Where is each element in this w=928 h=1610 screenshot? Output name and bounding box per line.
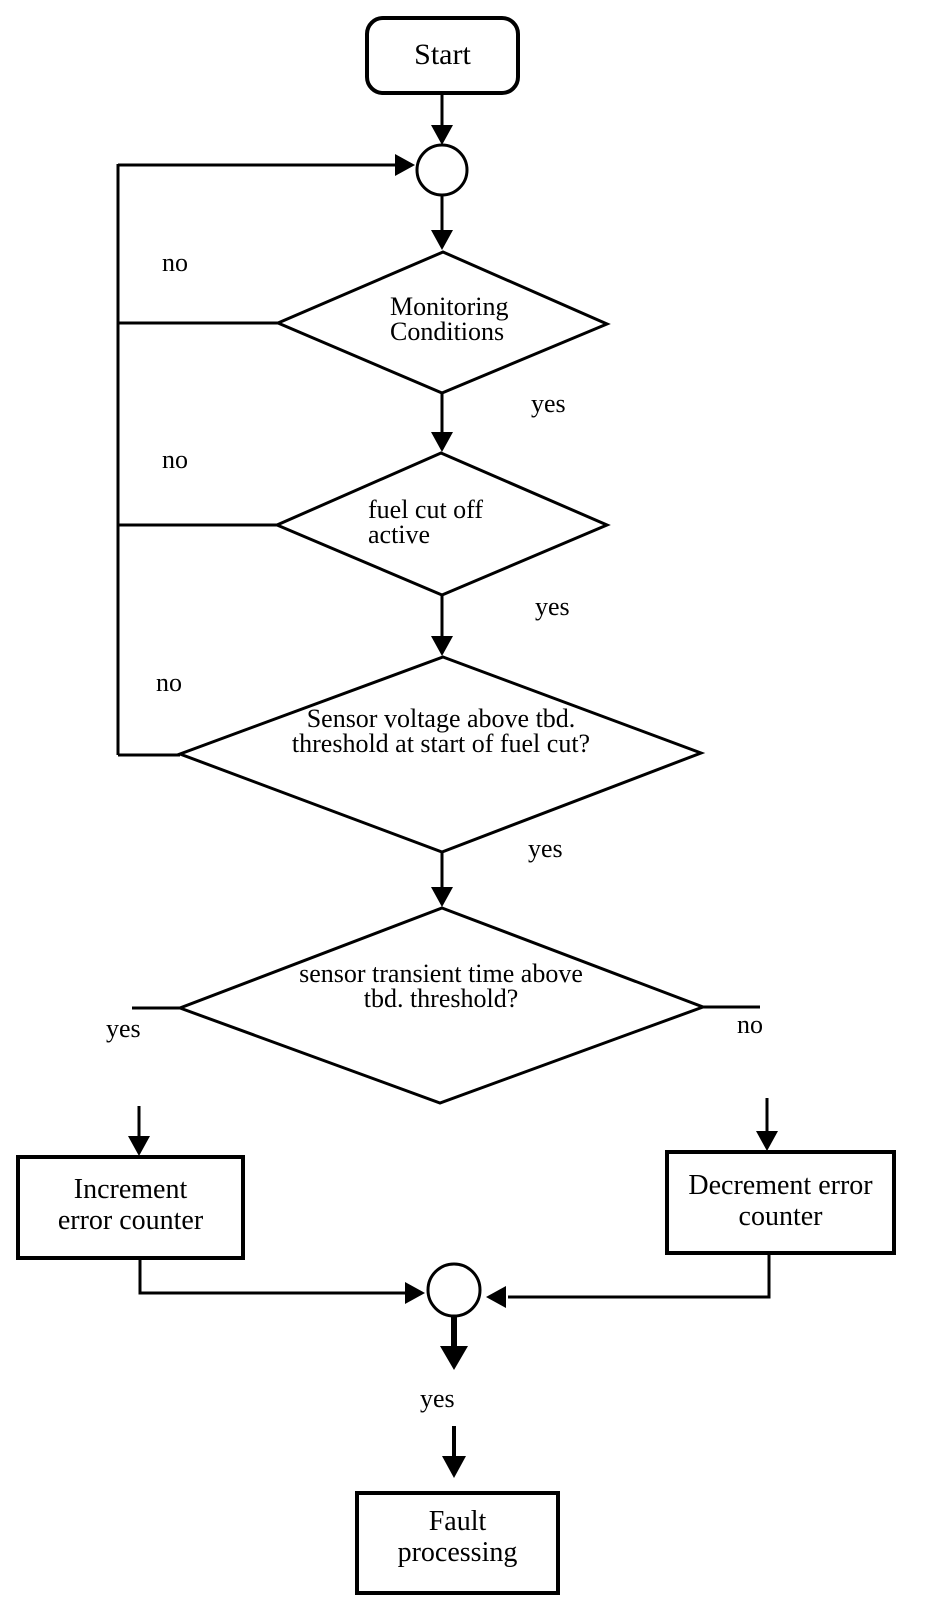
fuel-no-label: no [162, 445, 188, 474]
monitoring-yes-label: yes [531, 389, 566, 418]
start-label: Start [414, 38, 471, 71]
merge-top-node [415, 143, 469, 197]
merge-bottom-node [426, 1262, 482, 1318]
fault-processing-node [355, 1491, 560, 1595]
monitoring-conditions-line2: Conditions [390, 317, 505, 346]
sensor-voltage-line2: threshold at start of fuel cut? [291, 729, 591, 758]
fault-processing-line1: Fault [428, 1506, 487, 1537]
voltage-yes-label: yes [528, 834, 563, 863]
arrowhead-right-icon [405, 1282, 425, 1304]
edge-increment-to-merge [138, 1258, 406, 1295]
arrowhead-down-icon [431, 125, 453, 145]
fuel-cut-off-label: fuel cut off active [368, 495, 484, 549]
sensor-transient-label: sensor transient time above tbd. thresho… [291, 959, 591, 1013]
increment-counter-label: Increment error counter [18, 1174, 243, 1236]
arrowhead-down-icon [431, 887, 453, 907]
edge-decrement-to-merge [508, 1253, 771, 1299]
arrowhead-down-icon [431, 432, 453, 452]
arrowhead-right-icon [395, 154, 415, 176]
increment-counter-line2: error counter [57, 1205, 204, 1236]
monitoring-conditions-label: Monitoring Conditions [390, 292, 509, 346]
fault-processing-label: Fault processing [357, 1506, 558, 1568]
sensor-transient-line2: tbd. threshold? [363, 984, 519, 1013]
increment-counter-node [16, 1155, 245, 1260]
decision-sensor-transient [175, 906, 708, 1105]
arrowhead-down-icon [128, 1136, 150, 1156]
fuel-yes-label: yes [535, 592, 570, 621]
monitoring-conditions-line1: Monitoring [390, 292, 509, 321]
arrowhead-down-icon [440, 1346, 468, 1370]
decrement-counter-line1: Decrement error [688, 1170, 873, 1201]
arrowhead-down-icon [756, 1131, 778, 1151]
arrowhead-down-icon [431, 636, 453, 656]
fuel-cut-off-line1: fuel cut off [368, 495, 484, 524]
sensor-voltage-line1: Sensor voltage above tbd. [306, 704, 576, 733]
monitoring-no-label: no [162, 248, 188, 277]
voltage-no-label: no [156, 668, 182, 697]
decrement-counter-label: Decrement error counter [667, 1170, 894, 1232]
transient-yes-label: yes [106, 1014, 141, 1043]
arrowhead-left-icon [486, 1286, 506, 1308]
arrowhead-down-icon [431, 230, 453, 250]
sensor-transient-line1: sensor transient time above [299, 959, 583, 988]
arrowhead-down-icon [442, 1456, 466, 1478]
fuel-cut-off-line2: active [368, 520, 431, 549]
decrement-counter-node [665, 1150, 896, 1255]
transient-no-label: no [737, 1010, 763, 1039]
decrement-counter-line2: counter [738, 1201, 823, 1232]
fault-processing-line2: processing [397, 1537, 518, 1568]
increment-counter-line1: Increment [73, 1174, 188, 1205]
merge-yes-label: yes [420, 1384, 455, 1413]
sensor-voltage-label: Sensor voltage above tbd. threshold at s… [291, 704, 591, 758]
